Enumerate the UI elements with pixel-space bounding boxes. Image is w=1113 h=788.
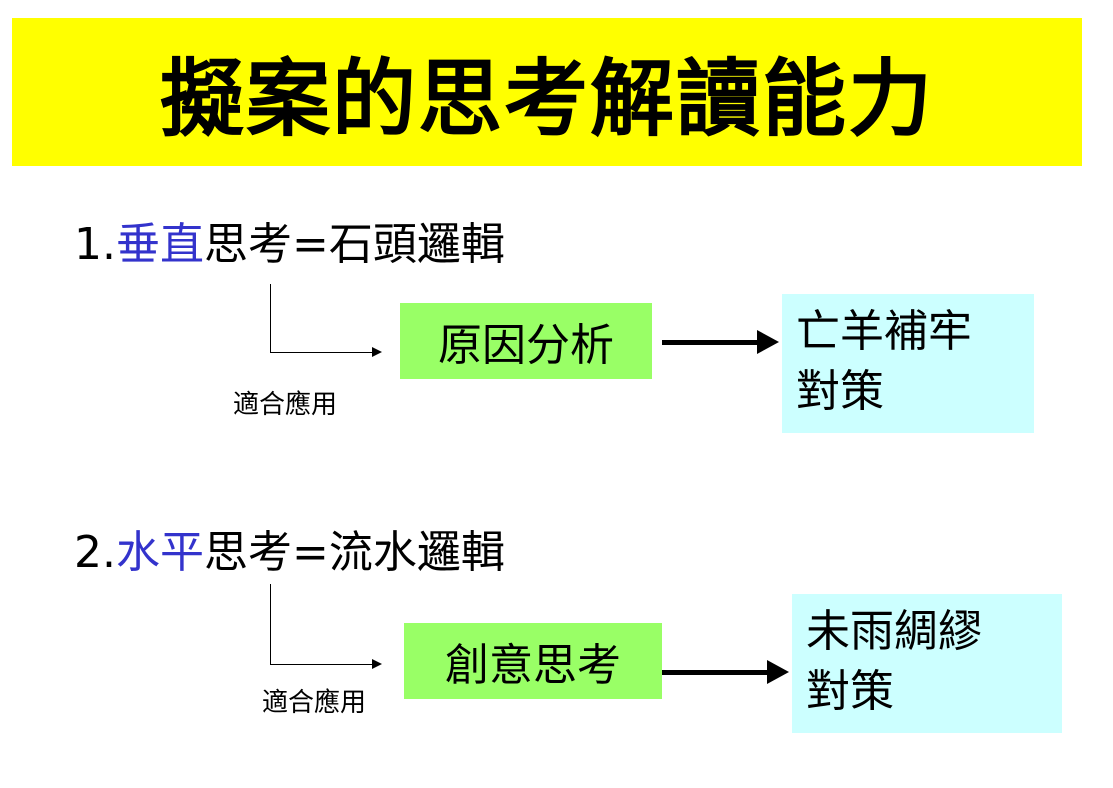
section-2-result-box: 未雨綢繆 對策 — [792, 594, 1062, 733]
section-1-apply-label: 適合應用 — [233, 390, 338, 420]
section-2-highlight: 水平 — [115, 527, 204, 578]
section-2-arrowhead — [767, 660, 789, 684]
section-2-result-line-1: 未雨綢繆 — [806, 606, 982, 657]
section-1-rest: 思考=石頭邏輯 — [203, 219, 505, 270]
section-1-highlight: 垂直 — [115, 219, 204, 270]
section-1-result-line-1: 亡羊補牢 — [796, 306, 972, 357]
section-1-small-arrowhead — [372, 347, 382, 357]
section-1-arrowhead — [757, 330, 779, 354]
section-1-result-line-2: 對策 — [796, 366, 884, 417]
section-1-connector-vertical — [270, 284, 271, 352]
section-2-connector-vertical — [270, 584, 271, 664]
section-2-small-arrowhead — [372, 659, 382, 669]
section-2-heading: 2.水平思考=流水邏輯 — [74, 516, 505, 580]
title-banner: 擬案的思考解讀能力 — [12, 18, 1082, 166]
page-title: 擬案的思考解讀能力 — [159, 49, 934, 148]
section-1-analysis-box: 原因分析 — [400, 303, 652, 379]
section-1-result-box: 亡羊補牢 對策 — [782, 294, 1034, 433]
section-2-creative-box: 創意思考 — [404, 623, 662, 699]
section-2-apply-label: 適合應用 — [262, 688, 367, 718]
section-1-heading: 1.垂直思考=石頭邏輯 — [74, 208, 505, 272]
section-1-arrow-line — [662, 340, 758, 345]
section-2-result-line-2: 對策 — [806, 666, 894, 717]
section-2-rest: 思考=流水邏輯 — [203, 527, 505, 578]
section-2-number: 2. — [74, 527, 116, 578]
section-2-arrow-line — [662, 670, 768, 675]
section-2-connector-horizontal — [270, 664, 372, 665]
section-1-number: 1. — [74, 219, 116, 270]
section-1-connector-horizontal — [270, 352, 372, 353]
